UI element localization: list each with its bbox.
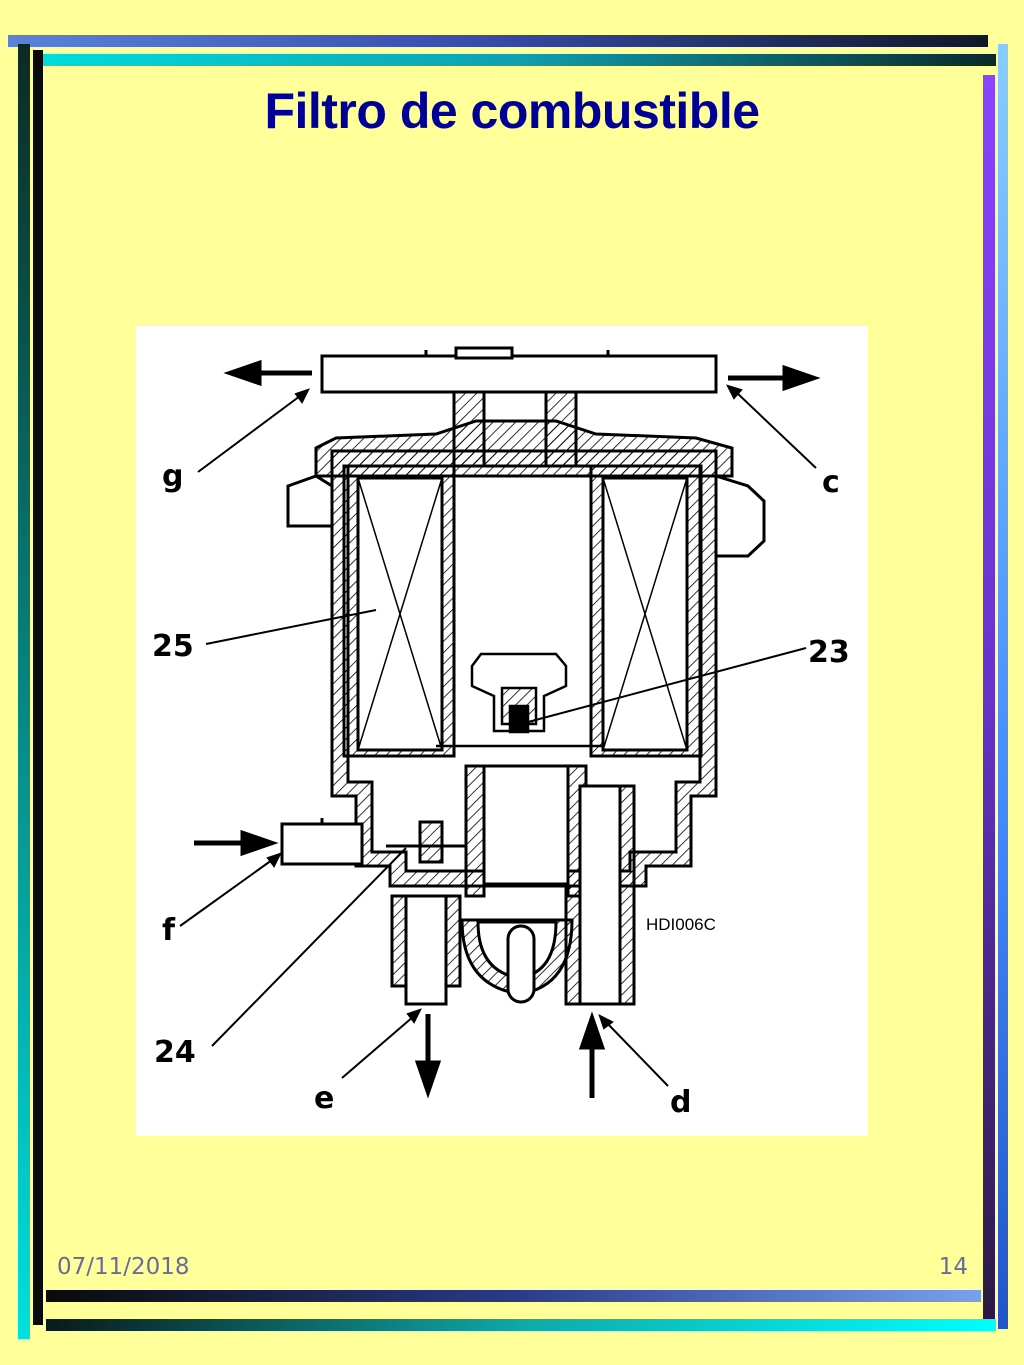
frame-bar-top-inner xyxy=(36,54,996,66)
frame-bar-right-purple xyxy=(983,75,995,1320)
label-g: g xyxy=(162,459,183,494)
flow-arrows xyxy=(194,359,821,1099)
label-e: e xyxy=(314,1081,334,1116)
frame-bar-left-inner xyxy=(33,50,43,1325)
fuel-filter-diagram: g c 25 23 f 24 e d HDI006C xyxy=(136,326,868,1136)
frame-bar-left-outer xyxy=(18,44,30,1339)
label-23: 23 xyxy=(808,635,850,670)
label-c: c xyxy=(822,465,840,500)
leader-lines xyxy=(179,384,817,1087)
footer-page-number: 14 xyxy=(938,1254,968,1280)
fuel-filter-drawing: g c 25 23 f 24 e d HDI006C xyxy=(152,346,850,1120)
frame-bar-top-outer xyxy=(8,35,988,47)
slide-title: Filtro de combustible xyxy=(264,83,760,139)
label-f: f xyxy=(162,913,176,948)
filter-cartridge-right xyxy=(589,464,703,758)
drawing-code: HDI006C xyxy=(646,915,716,934)
frame-bar-bottom-inner xyxy=(46,1290,981,1302)
label-24: 24 xyxy=(154,1035,196,1070)
frame-bar-bottom-outer xyxy=(46,1319,996,1331)
valve-23 xyxy=(436,652,602,748)
label-25: 25 xyxy=(152,629,194,664)
filter-cartridge-left xyxy=(342,464,456,758)
frame-bar-right-cyan xyxy=(998,44,1008,1329)
label-d: d xyxy=(670,1085,691,1120)
footer-date: 07/11/2018 xyxy=(57,1254,190,1280)
lower-body xyxy=(280,764,636,1006)
